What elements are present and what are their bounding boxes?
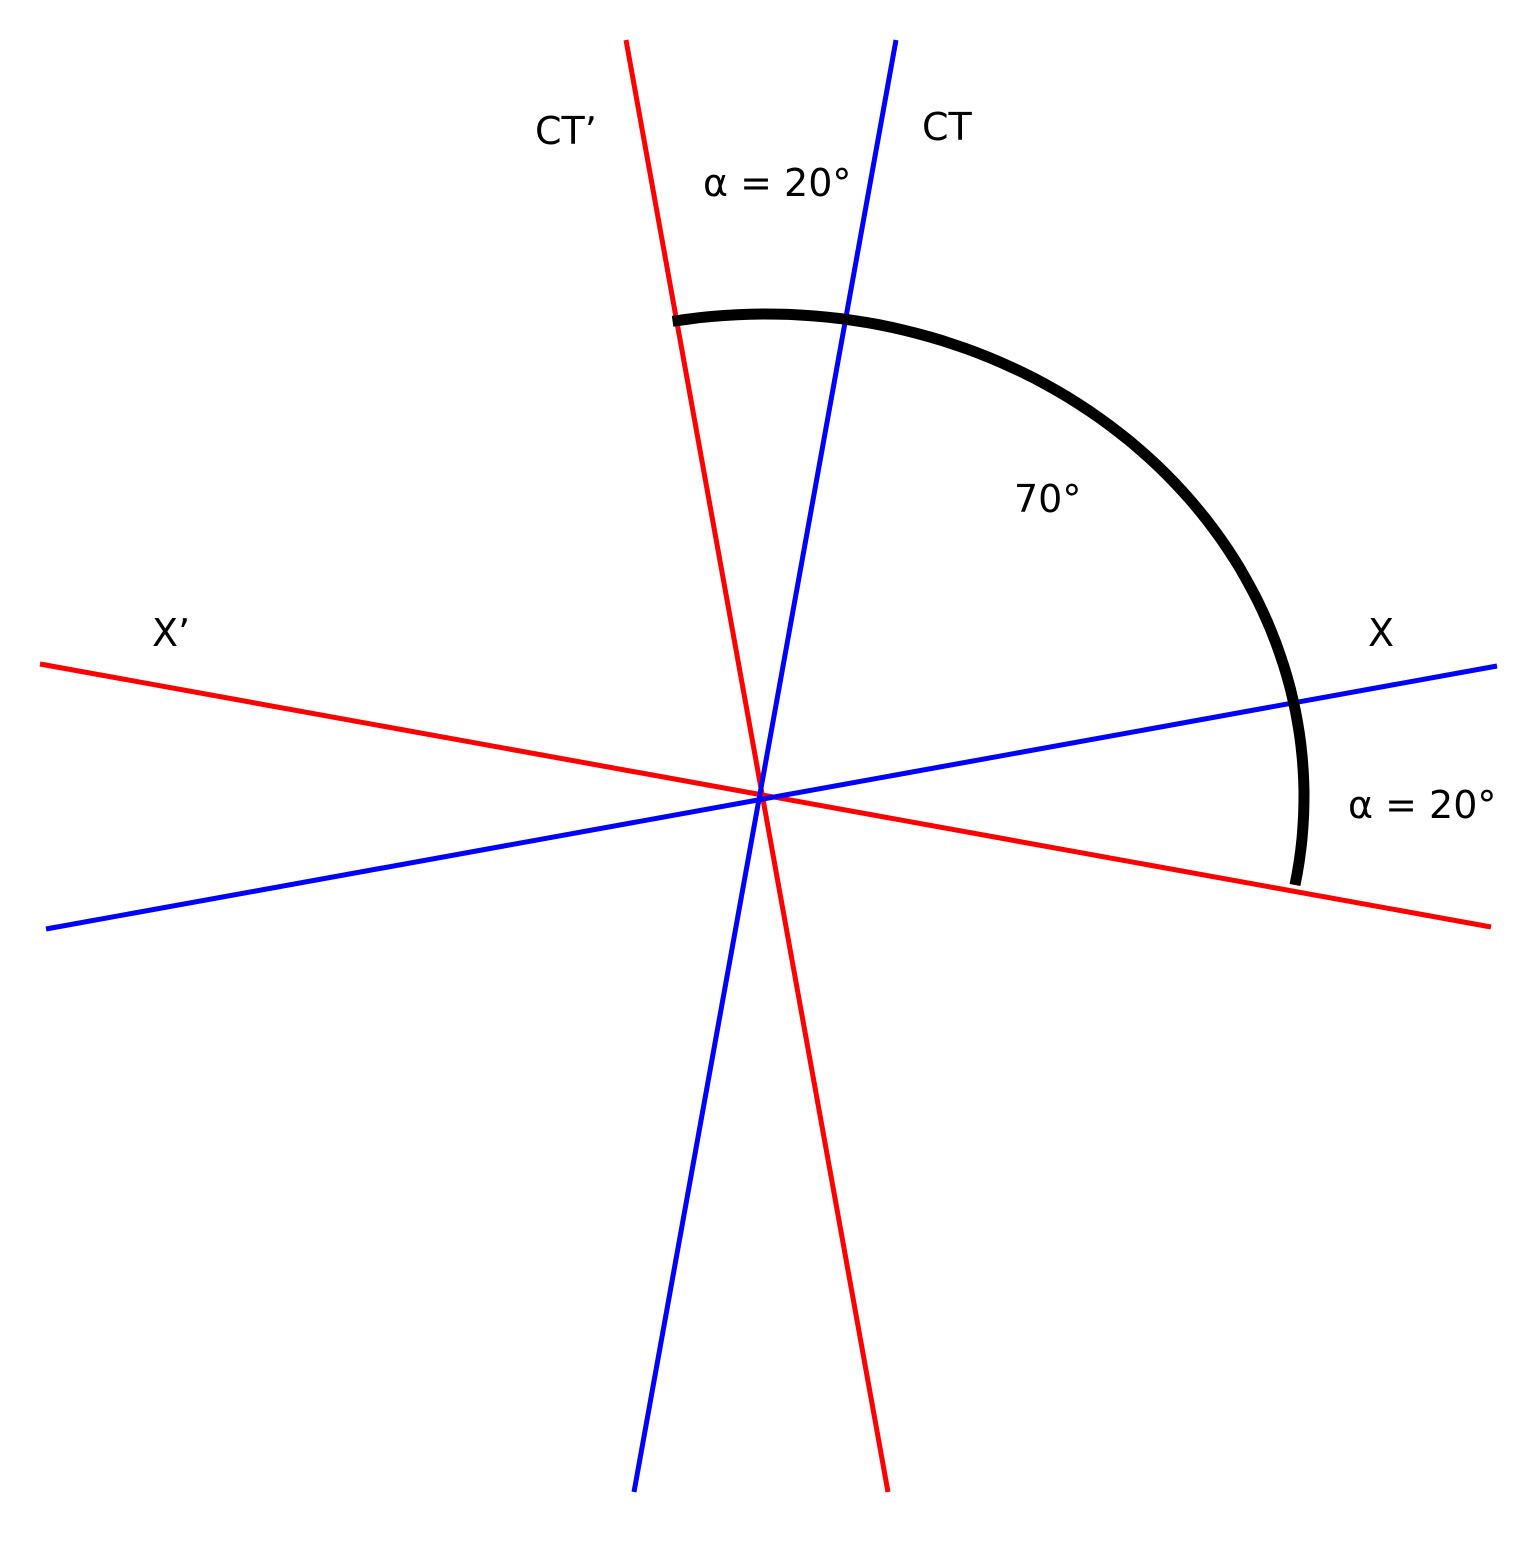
x-label: X [1368,611,1395,655]
ct-axis [631,39,899,1493]
ct-label: CT [922,105,972,149]
alpha-top-label: α = 20° [703,161,852,205]
ct-prime-label: CT’ [535,109,597,153]
angle-arc [671,308,1310,887]
x-axis [45,663,1498,932]
x-prime-axis [39,661,1492,930]
ct-prime-axis [623,39,891,1493]
x-prime-label: X’ [152,611,191,655]
arc-angle-label: 70° [1014,477,1082,521]
alpha-right-label: α = 20° [1348,783,1497,827]
